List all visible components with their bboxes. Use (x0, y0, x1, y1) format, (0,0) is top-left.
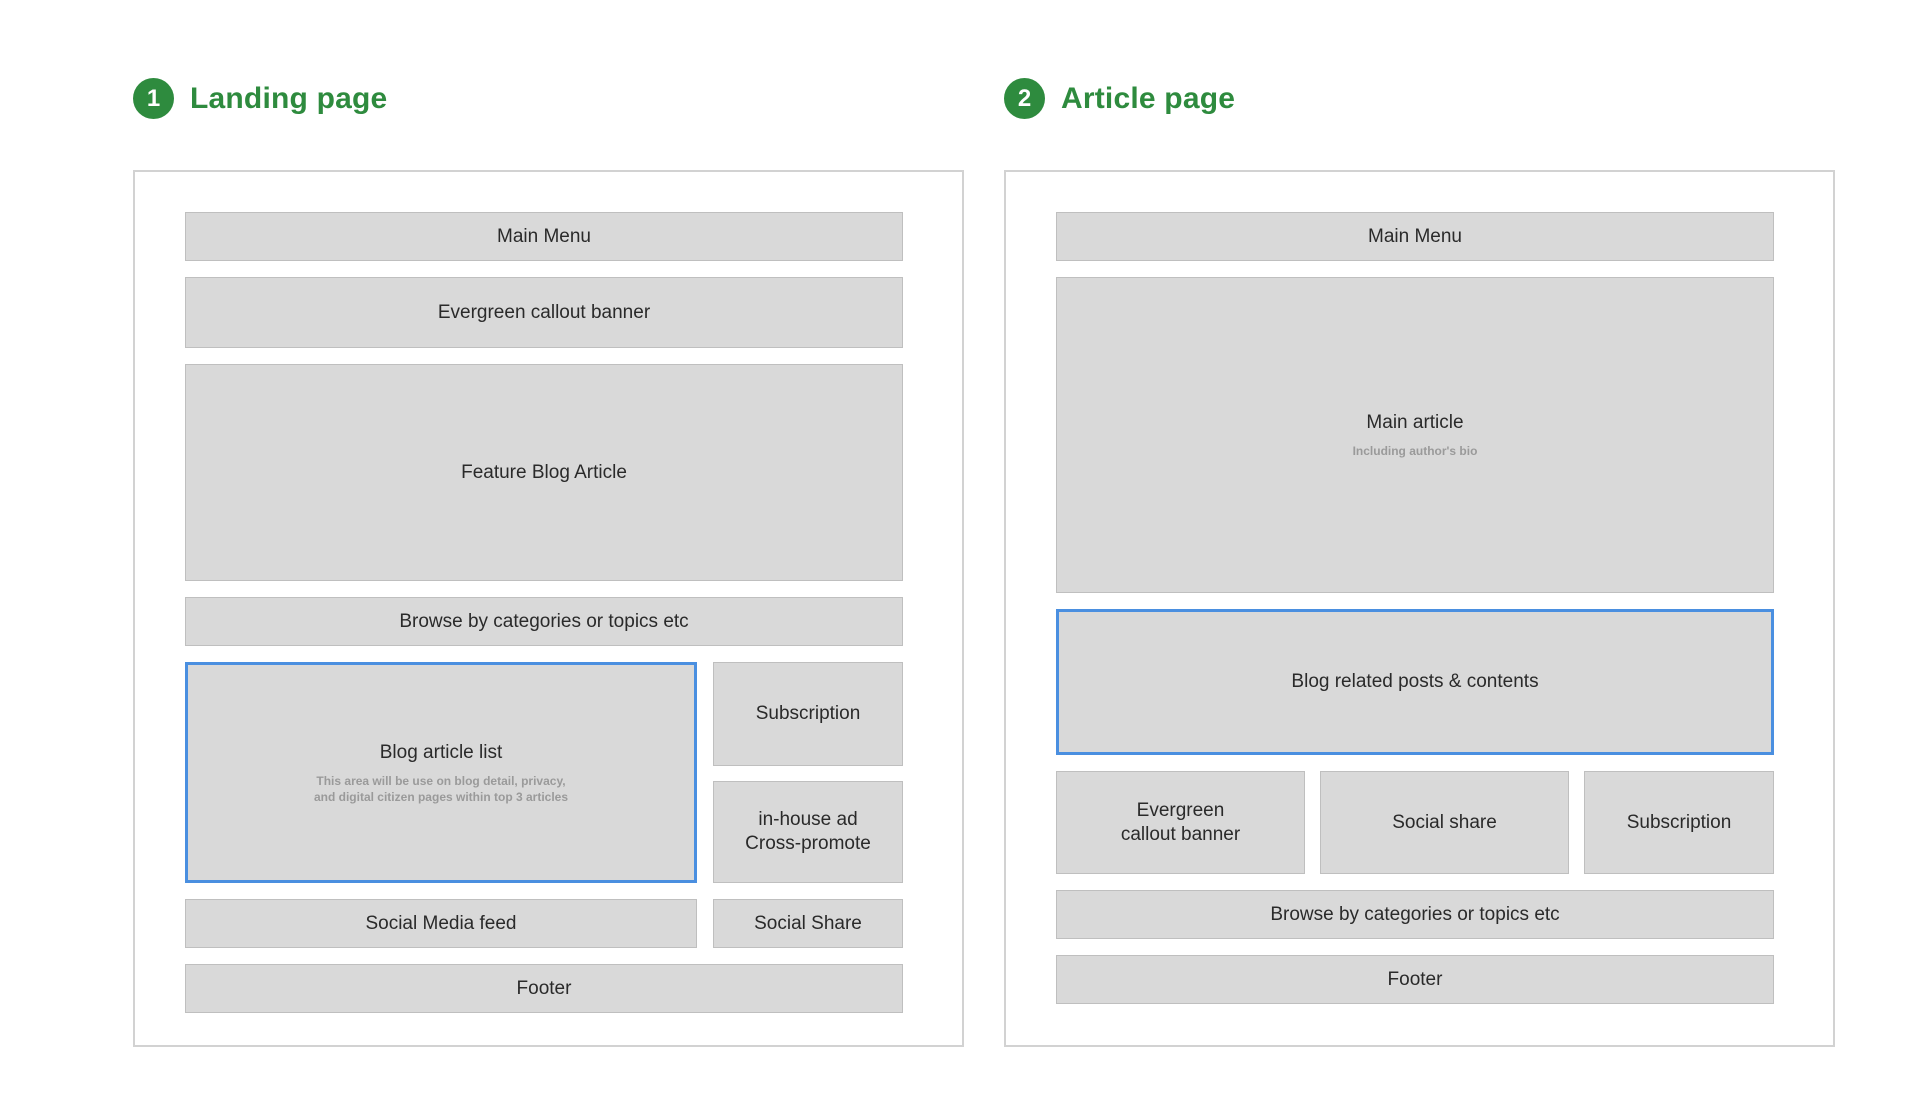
article-title: Article page (1061, 81, 1236, 115)
landing-heading: 1 Landing page (133, 78, 387, 119)
landing-social-share: Social Share (713, 899, 903, 948)
article-footer: Footer (1056, 955, 1774, 1004)
article-browse: Browse by categories or topics etc (1056, 890, 1774, 939)
landing-evergreen-banner: Evergreen callout banner (185, 277, 903, 348)
article-related-posts: Blog related posts & contents (1056, 609, 1774, 755)
landing-feature-article: Feature Blog Article (185, 364, 903, 581)
landing-main-menu: Main Menu (185, 212, 903, 261)
landing-footer: Footer (185, 964, 903, 1013)
landing-inhouse-ad: in-house ad Cross-promote (713, 781, 903, 883)
article-heading: 2 Article page (1004, 78, 1235, 119)
landing-social-feed: Social Media feed (185, 899, 697, 948)
step-2-badge: 2 (1004, 78, 1045, 119)
step-1-badge: 1 (133, 78, 174, 119)
article-wireframe: Main Menu Main article Including author'… (1004, 170, 1835, 1047)
landing-title: Landing page (190, 81, 388, 115)
article-subscription: Subscription (1584, 771, 1774, 874)
article-social-share: Social share (1320, 771, 1569, 874)
landing-subscription: Subscription (713, 662, 903, 766)
article-main-menu: Main Menu (1056, 212, 1774, 261)
article-evergreen-banner: Evergreen callout banner (1056, 771, 1305, 874)
landing-wireframe: Main Menu Evergreen callout banner Featu… (133, 170, 964, 1047)
article-main-article: Main article Including author's bio (1056, 277, 1774, 593)
landing-browse: Browse by categories or topics etc (185, 597, 903, 646)
landing-article-list: Blog article list This area will be use … (185, 662, 697, 883)
